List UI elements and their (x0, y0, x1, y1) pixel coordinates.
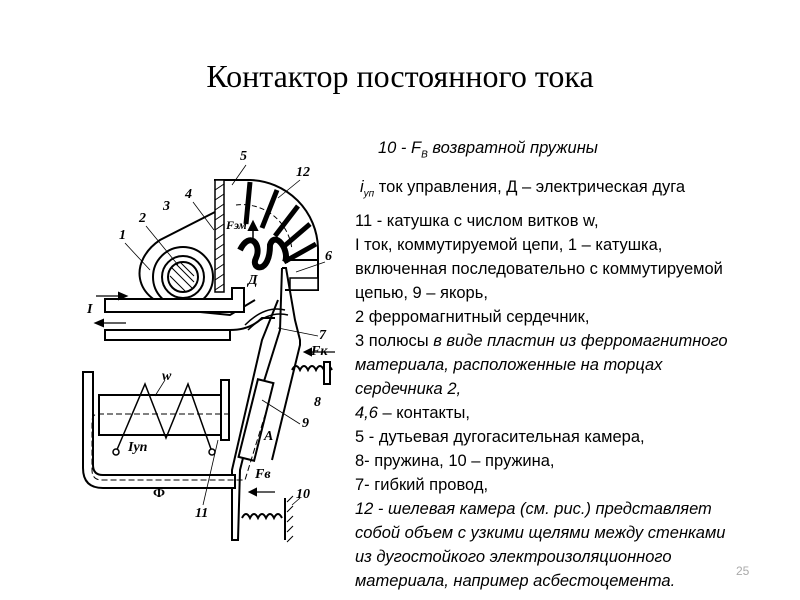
slide-title: Контактор постоянного тока (206, 58, 594, 94)
label-11: 11 (195, 506, 209, 521)
insulating-wall (214, 179, 225, 293)
iup-symbol: i (360, 178, 364, 196)
label-1: 1 (119, 228, 126, 243)
label-2: 2 (139, 211, 146, 226)
label-Fv: Fв (255, 467, 271, 482)
legend-line: материала, например асбестоцемента. (355, 572, 676, 590)
label-10: 10 (296, 487, 310, 502)
label-5: 5 (240, 149, 247, 164)
spring-10 (241, 513, 283, 521)
armature (237, 378, 275, 462)
legend-line: 11 - катушка с числом витков w, (355, 212, 599, 230)
label-7: 7 (319, 328, 326, 343)
flux-path (91, 413, 266, 481)
label-Fem: Fэм (226, 218, 247, 232)
busbar-top (104, 287, 245, 313)
label-3: 3 (163, 199, 170, 214)
legend-line: включенная последовательно с коммутируем… (355, 260, 723, 278)
legend-line-poles: 3 полюсы в виде пластин из ферромагнитно… (355, 331, 728, 351)
electric-arc (237, 236, 289, 271)
label-9: 9 (302, 416, 309, 431)
legend-line: собой объем с узкими щелями между стенка… (355, 524, 726, 542)
label-Phi: Ф (153, 486, 166, 501)
label-8: 8 (314, 395, 321, 410)
iup-text: ток управления, Д – электрическая дуга (374, 178, 686, 196)
winding (115, 381, 213, 453)
label-6: 6 (325, 249, 332, 264)
fv-number: 10 - (378, 139, 412, 157)
poles-prefix: 3 полюсы (355, 332, 429, 350)
iup-subscript: уп (363, 188, 375, 200)
legend-line: материала, расположенные на торцах (355, 356, 663, 374)
magnet-yoke (82, 371, 236, 489)
legend-line: 2 ферромагнитный сердечник, (355, 308, 590, 326)
page-number: 25 (736, 564, 750, 578)
fv-subscript: В (421, 149, 428, 161)
legend-line: 7- гибкий провод, (355, 476, 489, 494)
poles-rest: в виде пластин из ферромагнитного (428, 332, 728, 350)
legend-line-contacts: 4,6 – контакты, (355, 403, 470, 423)
label-D: Д (248, 273, 258, 288)
legend-line: цепью, 9 – якорь, (355, 284, 488, 302)
contacts-number: 4,6 (355, 404, 378, 422)
label-4: 4 (185, 187, 192, 202)
label-I: I (87, 302, 93, 317)
legend-line: 12 - шелевая камера (см. рис.) представл… (355, 500, 712, 518)
legend-line: 8- пружина, 10 – пружина, (355, 452, 555, 470)
slot-plates (243, 181, 318, 265)
label-12: 12 (296, 165, 310, 180)
flexible-wire (244, 308, 289, 331)
label-Iup: Iуп (128, 440, 148, 455)
arc-chute (214, 179, 319, 291)
core (167, 261, 199, 293)
legend-line: 5 - дутьевая дугогасительная камера, (355, 428, 645, 446)
fv-text: возвратной пружины (427, 139, 598, 157)
legend-line: I ток, коммутируемой цепи, 1 – катушка, (355, 236, 663, 254)
label-A: A (264, 429, 274, 444)
legend-line-fv: 10 - FВ возвратной пружины (378, 138, 598, 165)
label-w: w (162, 369, 172, 384)
legend-line: из дугостойкого электроизоляционного (355, 548, 672, 566)
contacts-text: – контакты, (377, 404, 470, 422)
legend-line: сердечника 2, (355, 380, 462, 398)
legend-line-iup: iуп ток управления, Д – электрическая ду… (360, 177, 685, 204)
moving-contact-arm (271, 267, 301, 461)
label-Fk: Fк (311, 344, 328, 359)
fv-symbol: F (411, 139, 422, 157)
